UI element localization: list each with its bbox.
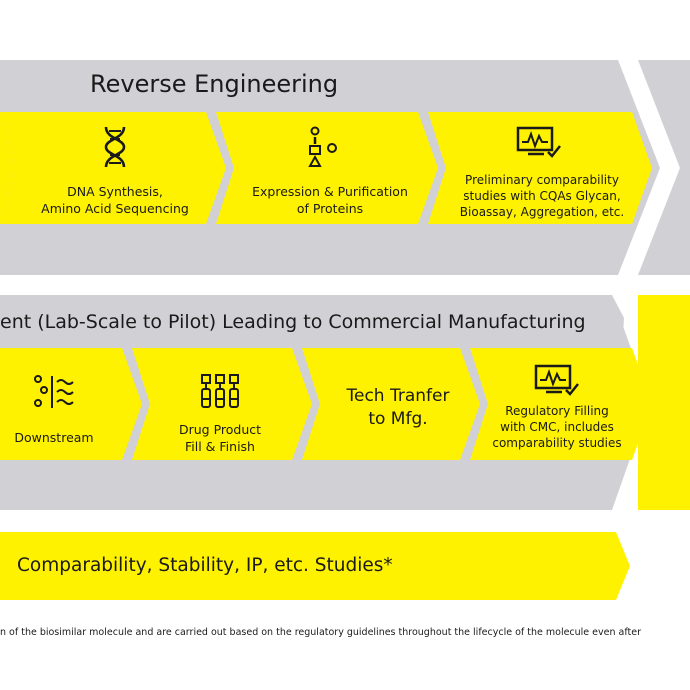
row1-chevron-2 bbox=[216, 112, 438, 224]
step-preliminary-label-line2: studies with CQAs Glycan, bbox=[463, 189, 621, 203]
step-regulatory-label-line2: with CMC, includes bbox=[500, 420, 614, 434]
row2-next-arrow bbox=[638, 295, 690, 510]
dna-icon bbox=[104, 126, 126, 168]
step-dna-label-line2: Amino Acid Sequencing bbox=[41, 201, 189, 216]
row1-next-band bbox=[638, 60, 690, 275]
step-tech-transfer-label-line2: to Mfg. bbox=[368, 409, 428, 429]
row3-arrow bbox=[0, 532, 630, 600]
row2-chevron-4 bbox=[470, 348, 652, 460]
monitor-check-icon bbox=[534, 364, 579, 396]
row1-chevron-3 bbox=[428, 112, 652, 224]
row2-title: ent (Lab-Scale to Pilot) Leading to Comm… bbox=[0, 311, 586, 333]
step-fill-finish-label-line1: Drug Product bbox=[178, 422, 262, 437]
vials-icon bbox=[201, 374, 239, 408]
step-expression-label: Expression & Purification of Proteins bbox=[232, 183, 428, 217]
step-fill-finish-label: Drug Product Fill & Finish bbox=[150, 421, 290, 455]
downstream-icon bbox=[34, 375, 74, 408]
step-dna-label: DNA Synthesis, Amino Acid Sequencing bbox=[20, 183, 210, 217]
step-fill-finish-label-line2: Fill & Finish bbox=[185, 439, 255, 454]
step-downstream-label: Downstream bbox=[14, 430, 94, 445]
step-preliminary-label-line1: Preliminary comparability bbox=[465, 173, 619, 187]
row1-title: Reverse Engineering bbox=[90, 70, 339, 98]
step-preliminary-label-line3: Bioassay, Aggregation, etc. bbox=[459, 205, 625, 219]
step-expression-label-line1: Expression & Purification bbox=[252, 184, 408, 199]
step-dna-label-line1: DNA Synthesis, bbox=[67, 184, 163, 199]
step-regulatory-label-line3: comparability studies bbox=[492, 436, 622, 450]
row3-title: Comparability, Stability, IP, etc. Studi… bbox=[17, 555, 393, 576]
step-tech-transfer-label-line1: Tech Tranfer bbox=[346, 386, 450, 406]
row1-chevron-0 bbox=[0, 112, 14, 224]
row2-chevron-2 bbox=[132, 348, 312, 460]
step-expression-label-line2: of Proteins bbox=[296, 201, 364, 216]
step-regulatory-label: Regulatory Filling with CMC, includes co… bbox=[482, 403, 632, 451]
step-regulatory-label-line1: Regulatory Filling bbox=[505, 404, 609, 418]
step-tech-transfer-label: Tech Tranfer to Mfg. bbox=[316, 385, 480, 431]
row1-chevron-1 bbox=[2, 112, 226, 224]
footnote: n of the biosimilar molecule and are car… bbox=[0, 627, 641, 638]
monitor-check-icon bbox=[516, 126, 561, 158]
row2-chevron-3 bbox=[302, 348, 480, 460]
shapes-icon bbox=[308, 126, 337, 167]
step-preliminary-label: Preliminary comparability studies with C… bbox=[446, 172, 638, 220]
